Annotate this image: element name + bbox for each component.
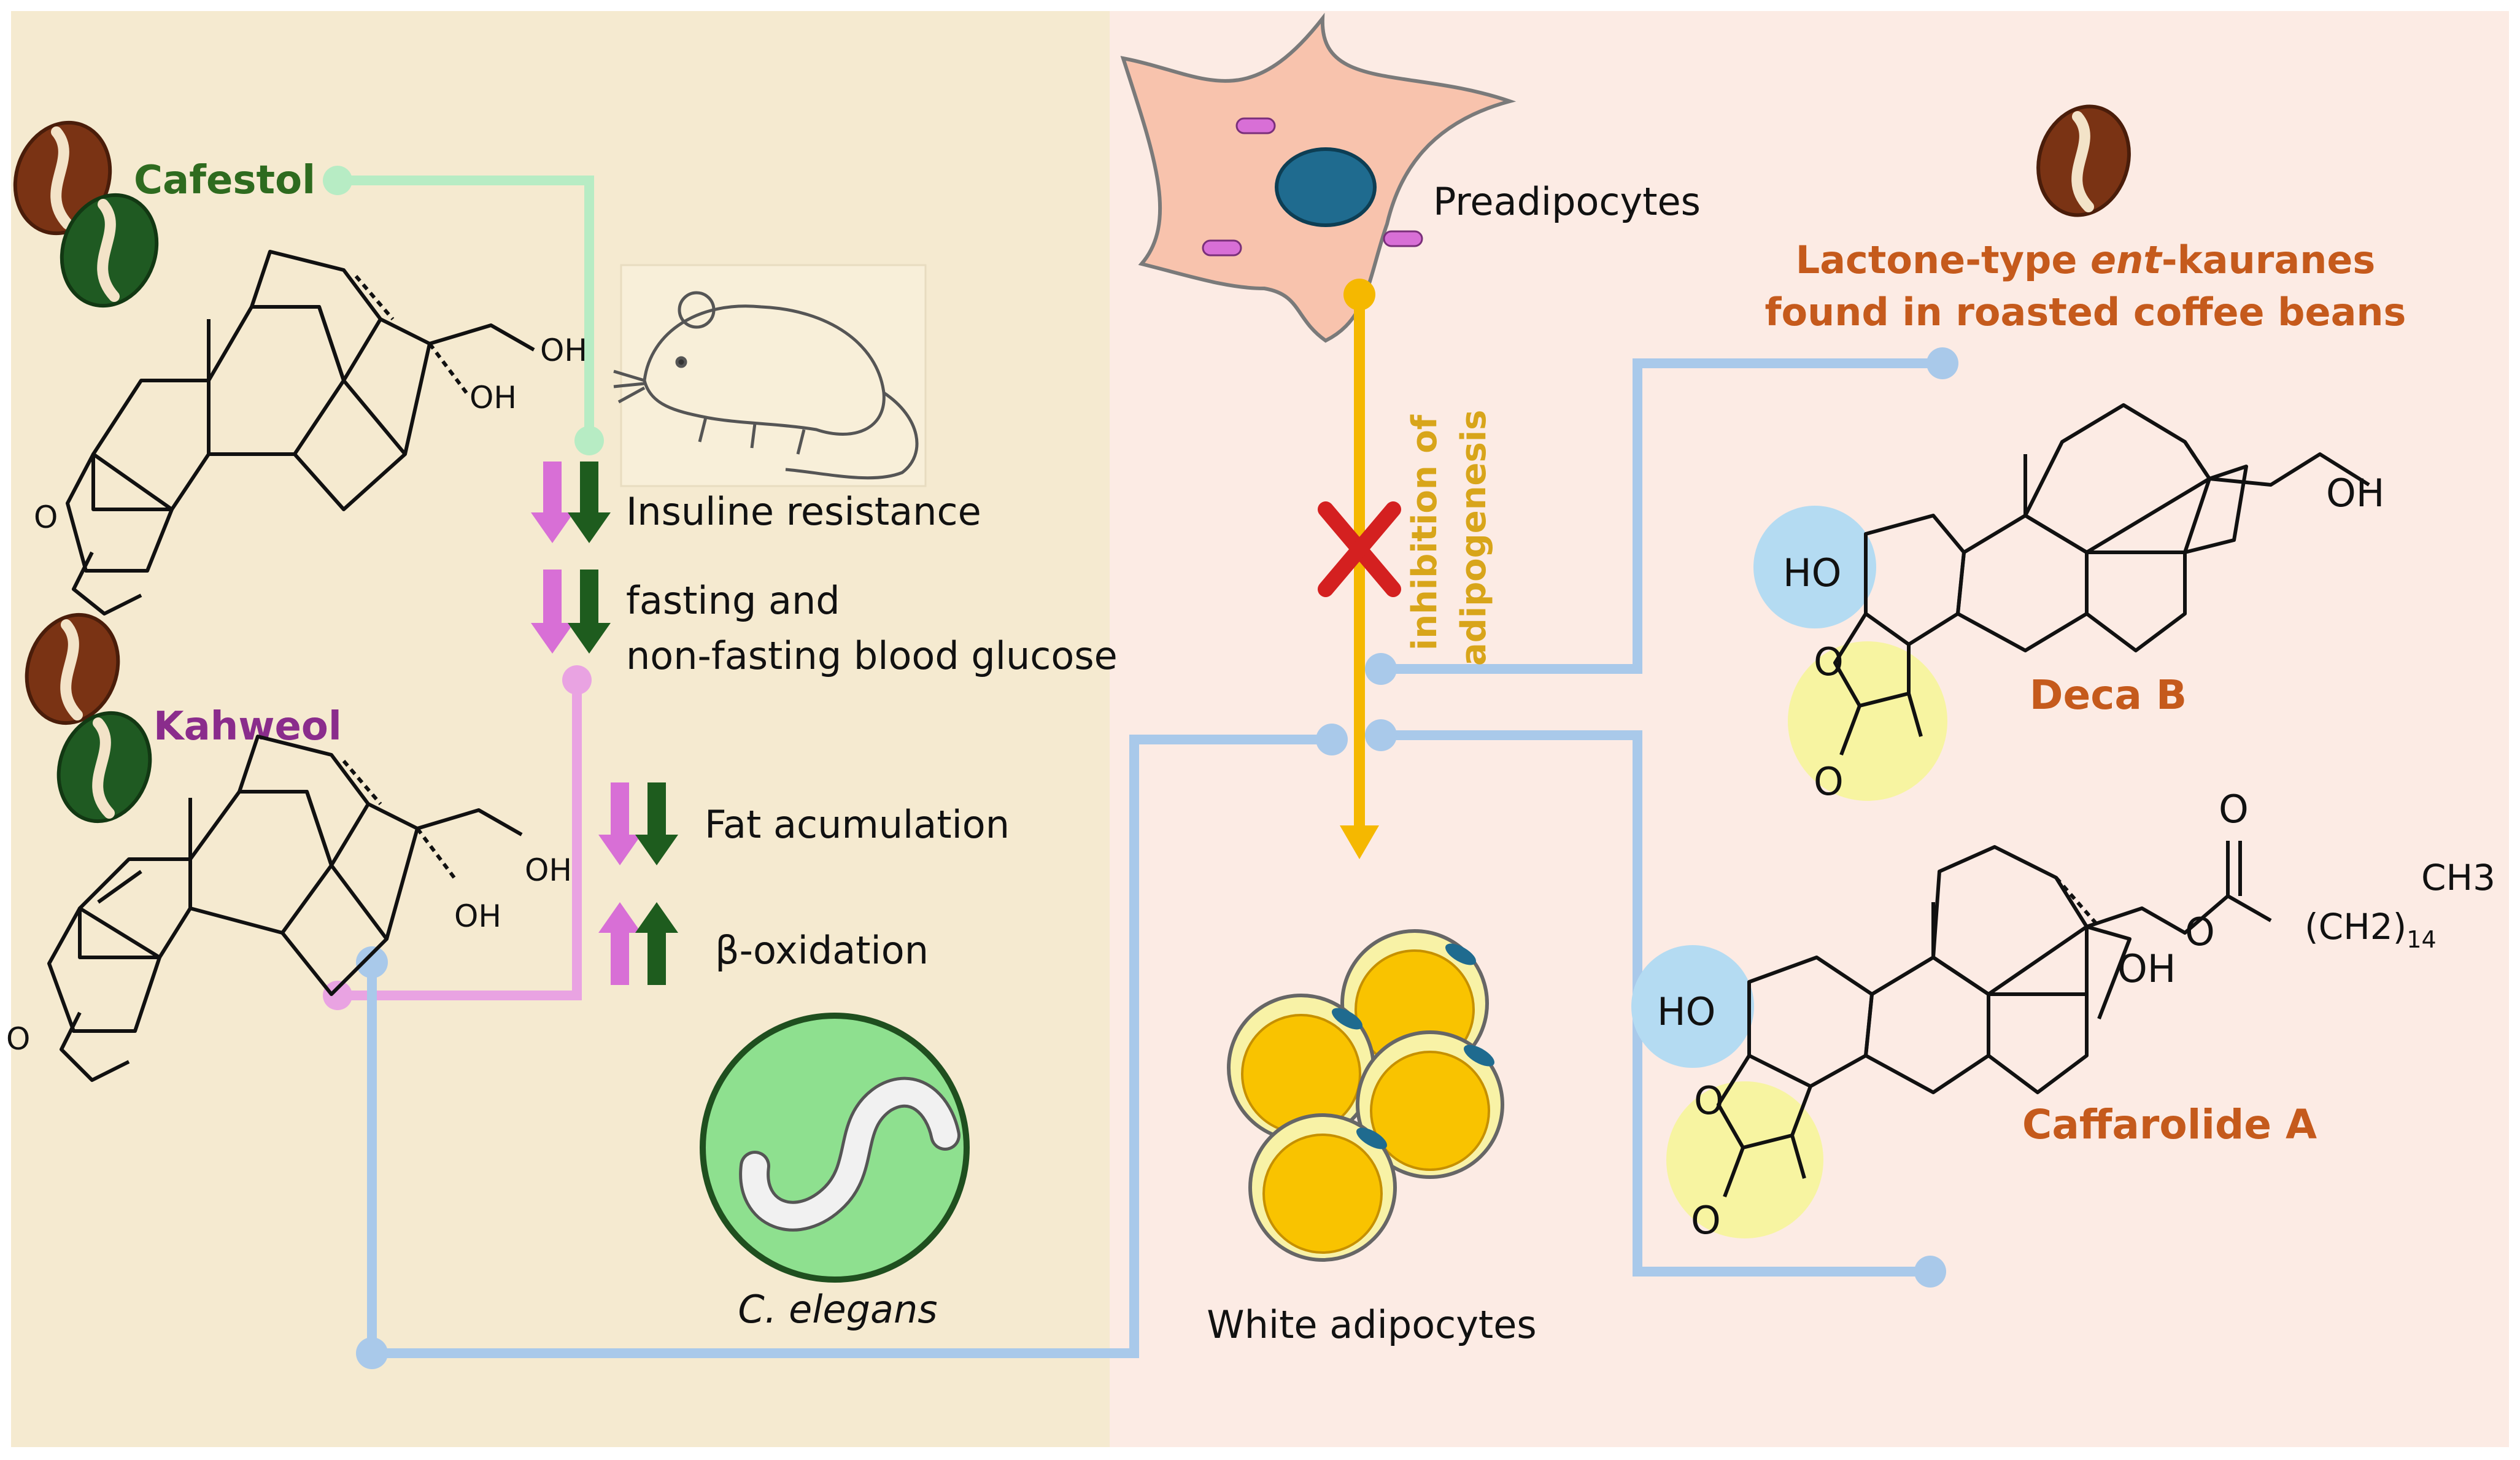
insuline-resistance-label: Insuline resistance xyxy=(626,489,981,534)
down-arrow-icon xyxy=(531,462,611,543)
kahweol-label: Kahweol xyxy=(153,704,342,749)
caffarolide-a-ch2-label: (CH2)14 xyxy=(2305,906,2437,953)
kahweol-connector-node xyxy=(562,665,592,695)
blood-glucose-label: fasting and xyxy=(626,578,840,623)
cafestol-connector-node xyxy=(323,166,352,195)
nucleus xyxy=(1275,147,1377,227)
deca-b-oh-label: OH xyxy=(2326,471,2384,516)
kahweol-oh-label: OH xyxy=(525,852,572,888)
kahweol-connector-node xyxy=(323,981,352,1010)
lactone-heading: Lactone-type ent-kauranes xyxy=(1796,238,2376,282)
caffarolide-a-oh-label: OH xyxy=(2117,946,2176,991)
hydroxyl-highlight xyxy=(1631,945,1754,1068)
caffarolide-a-ch3-label: CH3 xyxy=(2421,857,2495,898)
lactone-highlight xyxy=(1666,1081,1823,1238)
caffarolide-a-ho-label: HO xyxy=(1657,989,1715,1034)
cafestol-oh-label: OH xyxy=(540,333,587,368)
caffarolide-a-structure xyxy=(1717,841,2272,1198)
lactone-highlight xyxy=(1788,641,1947,801)
down-arrow-icon xyxy=(598,782,678,865)
coffee-bean-icon xyxy=(25,612,120,725)
cafestol-o-label: O xyxy=(34,500,58,535)
cafestol-label: Cafestol xyxy=(134,158,315,203)
up-arrow-icon xyxy=(598,902,678,985)
caffarolide-a-o-label: O xyxy=(1694,1078,1724,1123)
white-adipocytes xyxy=(1227,929,1504,1262)
cafestol-structure xyxy=(66,250,535,616)
cafestol-connector xyxy=(338,176,594,441)
connector-node xyxy=(356,946,388,978)
inhibition-label: inhibition of xyxy=(1405,414,1445,651)
connector-node xyxy=(1365,719,1397,751)
deca-b-o-label: O xyxy=(1814,639,1844,684)
deca-b-ho-label: HO xyxy=(1783,550,1841,595)
mouse-icon xyxy=(613,264,927,487)
connector-node xyxy=(1316,724,1348,755)
lactone-heading: found in roasted coffee beans xyxy=(1765,290,2406,334)
cafestol-connector-node xyxy=(574,426,604,455)
kahweol-oh-label: OH xyxy=(454,898,501,934)
kahweol-structure xyxy=(47,735,523,1082)
caffarolide-a-label: Caffarolide A xyxy=(2022,1101,2317,1148)
preadipocyte-cell xyxy=(1120,12,1517,343)
adipogenesis-arrow-node xyxy=(1343,279,1375,311)
caffarolide-a-o-label: O xyxy=(2219,787,2249,832)
kahweol-connector xyxy=(338,680,582,1000)
fat-accumulation-label: Fat acumulation xyxy=(705,802,1010,847)
white-adipocytes-label: White adipocytes xyxy=(1207,1302,1536,1347)
inhibition-x-icon xyxy=(1318,501,1401,597)
preadipocytes-label: Preadipocytes xyxy=(1433,179,1701,224)
c-elegans-icon xyxy=(700,1013,970,1283)
coffee-bean-icon xyxy=(60,193,159,308)
hydroxyl-highlight xyxy=(1753,506,1876,628)
coffee-bean-icon xyxy=(56,711,152,824)
beta-oxidation-label: β-oxidation xyxy=(715,928,929,973)
c-elegans-label: C. elegans xyxy=(738,1287,937,1332)
down-arrow-icon xyxy=(531,570,611,654)
deca-b-structure xyxy=(1833,403,2370,756)
connector-node xyxy=(1365,653,1397,685)
blood-glucose-label: non-fasting blood glucose xyxy=(626,633,1118,678)
caffarolide-a-o-label: O xyxy=(2185,910,2215,954)
connector-node xyxy=(1914,1256,1946,1288)
connector-node xyxy=(1927,347,1958,379)
kahweol-o-label: O xyxy=(6,1021,30,1057)
cafestol-oh-label: OH xyxy=(470,380,517,415)
caffarolide-a-o-label: O xyxy=(1691,1198,1721,1243)
coffee-bean-icon xyxy=(2036,104,2131,217)
adipogenesis-arrowhead xyxy=(1340,825,1379,859)
connector-node xyxy=(356,1337,388,1369)
inhibition-label: adipogenesis xyxy=(1454,410,1494,666)
deca-b-o-label: O xyxy=(1814,759,1844,804)
deca-b-label: Deca B xyxy=(2030,671,2187,719)
